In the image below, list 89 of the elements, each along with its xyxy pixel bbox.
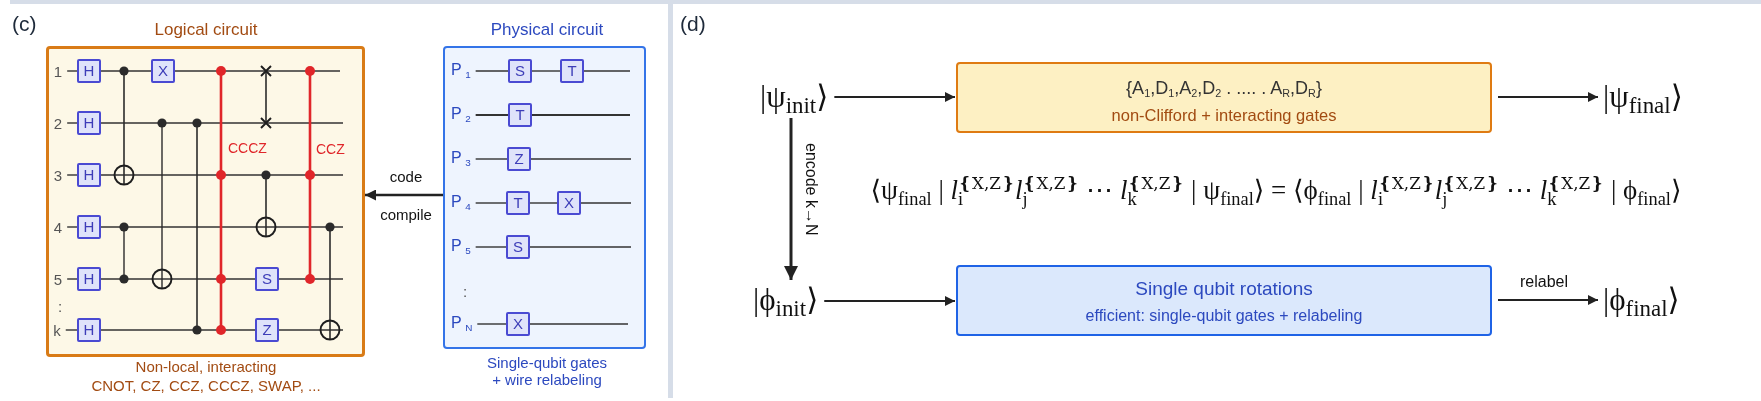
- quantum-gate: S: [506, 235, 530, 259]
- quantum-wire: [580, 202, 632, 204]
- wire-label: k: [53, 320, 61, 340]
- quantum-gate: X: [557, 191, 581, 215]
- equation: ⟨ψ$_{final}$ | l$_{i}$$^{❴X,Z❵}$l$_{j}$$^{❴X,Z❵}$ ⋯ l$_{k}$$^{❴X,Z❵}$ | ψ$_{final}$⟩ = ⟨ϕ$_{final}$ | l$_{i}$$^{❴X,Z❵}$l$_{j}$$^{❴X,Z❵}$ ⋯ l$_{k}$$^{❴X,Z❵}$ | ϕ$_{final}$⟩: [870, 172, 1682, 208]
- gate-label: CCZ: [316, 140, 345, 158]
- quantum-wire: [529, 246, 632, 248]
- wire-label: P$_{N}$: [451, 313, 473, 333]
- state-ket: |ϕ$_{init}$⟩: [753, 283, 819, 317]
- quantum-wire: [474, 202, 507, 204]
- quantum-wire: [474, 246, 507, 248]
- quantum-gate: T: [508, 103, 532, 127]
- quantum-gate: T: [506, 191, 530, 215]
- edge-label: code compile: [379, 167, 433, 225]
- quantum-wire: [66, 278, 78, 280]
- quantum-wire: [532, 113, 630, 117]
- quantum-wire: [529, 202, 558, 204]
- quantum-gate: T: [560, 59, 584, 83]
- wire-ellipsis: :: [462, 281, 468, 301]
- arrow: [784, 118, 798, 280]
- panel-caption: CNOT, CZ, CCZ, CCCZ, SWAP, ...: [91, 376, 321, 395]
- state-ket: |ψ$_{init}$⟩: [760, 80, 829, 114]
- arrow: [834, 92, 955, 102]
- quantum-gate: S: [255, 267, 279, 291]
- quantum-gate: H: [77, 163, 101, 187]
- panel-label: (c): [12, 11, 37, 36]
- quantum-wire: [531, 70, 561, 72]
- state-ket: |ϕ$_{final}$⟩: [1603, 283, 1680, 317]
- quantum-wire: [475, 113, 508, 117]
- quantum-wire: [476, 323, 507, 325]
- box-subtitle: efficient: single-qubit gates + relabeling: [1085, 306, 1363, 326]
- quantum-wire: [100, 122, 344, 124]
- process-box: [956, 265, 1492, 336]
- wire-label: 4: [53, 217, 63, 237]
- arrow: [365, 189, 443, 201]
- process-box: [956, 62, 1492, 133]
- wire-label: 2: [53, 113, 63, 133]
- panel-label: (d): [680, 11, 706, 36]
- quantum-wire: [278, 278, 344, 280]
- arrow: [1498, 295, 1598, 305]
- wire-label: P$_{2}$: [451, 104, 471, 124]
- arrow: [824, 296, 955, 306]
- quantum-wire: [100, 278, 256, 280]
- gate-label: CCCZ: [228, 139, 267, 157]
- quantum-wire: [474, 70, 509, 72]
- wire-label: P$_{5}$: [451, 236, 471, 256]
- quantum-gate: H: [77, 215, 101, 239]
- box-subtitle: non-Clifford + interacting gates: [1111, 105, 1337, 126]
- wire-label: 3: [53, 165, 63, 185]
- wire-label: 1: [53, 61, 63, 81]
- quantum-wire: [100, 174, 344, 176]
- quantum-gate: Z: [507, 147, 531, 171]
- quantum-gate: Z: [255, 318, 279, 342]
- quantum-wire: [174, 70, 341, 72]
- quantum-wire: [529, 323, 629, 325]
- quantum-wire: [66, 122, 78, 124]
- quantum-gate: H: [77, 318, 101, 342]
- quantum-gate: H: [77, 59, 101, 83]
- quantum-gate: H: [77, 267, 101, 291]
- quantum-gate: X: [506, 312, 530, 336]
- edge-label: relabel: [1520, 272, 1568, 292]
- quantum-wire: [530, 158, 632, 160]
- wire-label: 5: [53, 269, 63, 289]
- quantum-wire: [583, 70, 631, 72]
- quantum-wire: [65, 329, 78, 331]
- quantum-wire: [66, 174, 78, 176]
- box-title: Single qubit rotations: [1135, 278, 1313, 300]
- quantum-wire: [100, 329, 256, 331]
- wire-ellipsis: :: [57, 296, 63, 316]
- arrow: [1498, 92, 1598, 102]
- quantum-wire: [474, 158, 508, 160]
- quantum-wire: [100, 226, 344, 228]
- quantum-gate: H: [77, 111, 101, 135]
- box-title: {A$_{1}$,D$_{1}$,A$_{2}$,D$_{2}$ . .... . A$_{R}$,D$_{R}$}: [1126, 77, 1322, 99]
- panel-title: Physical circuit: [490, 20, 604, 40]
- wire-label: P$_{4}$: [451, 192, 471, 212]
- wire-label: P$_{1}$: [451, 60, 471, 80]
- wire-label: P$_{3}$: [451, 148, 471, 168]
- quantum-wire: [100, 70, 152, 72]
- quantum-gate: S: [508, 59, 532, 83]
- state-ket: |ψ$_{final}$⟩: [1603, 80, 1683, 114]
- panel-caption: Non-local, interacting: [135, 357, 277, 376]
- quantum-wire: [278, 329, 344, 331]
- edge-label: encode k→N: [802, 143, 821, 236]
- panel-caption: Single-qubit gates + wire relabeling: [485, 354, 609, 388]
- panel-title: Logical circuit: [154, 20, 258, 40]
- quantum-wire: [66, 70, 78, 72]
- quantum-wire: [66, 226, 78, 228]
- quantum-gate: X: [151, 59, 175, 83]
